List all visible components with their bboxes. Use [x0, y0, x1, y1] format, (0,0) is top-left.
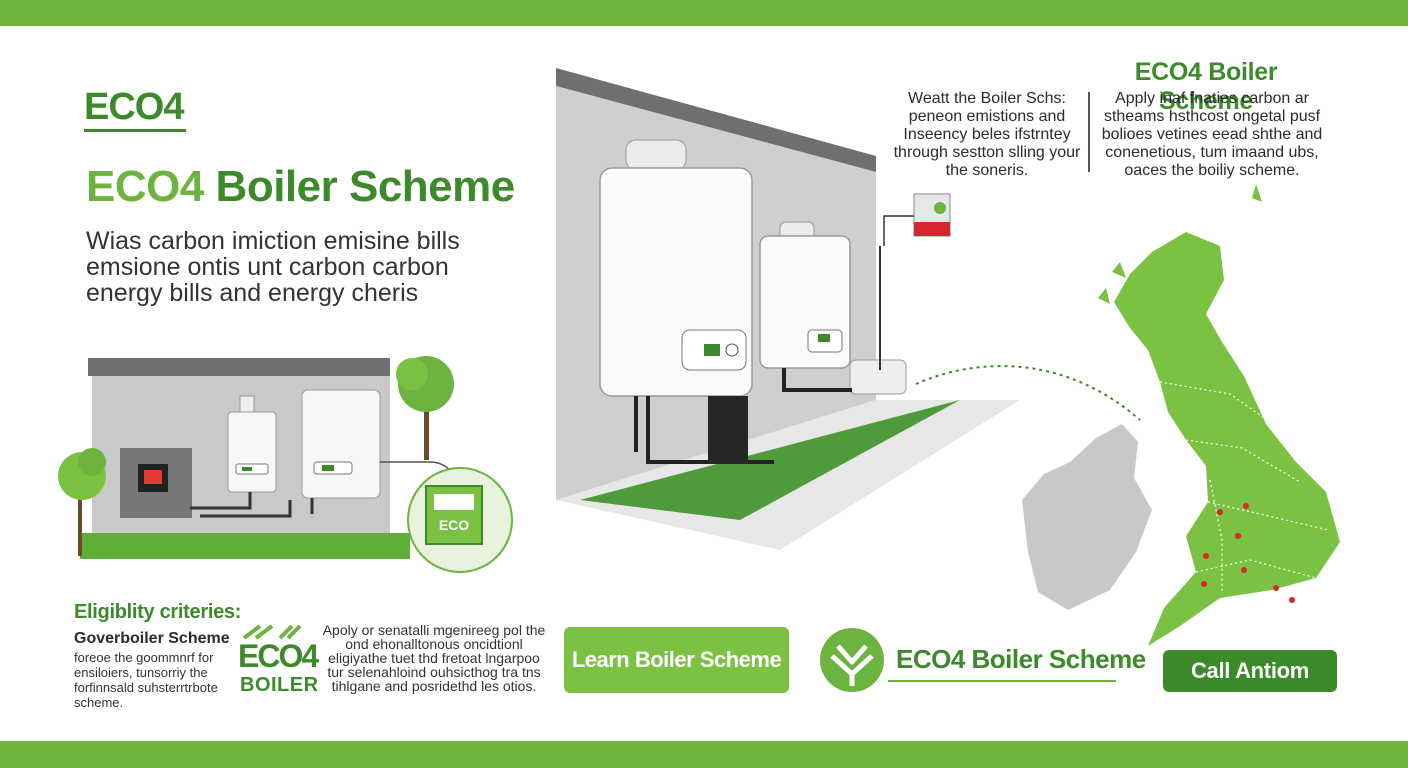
- outdoor-sensor: [913, 193, 951, 237]
- tree-right: [396, 356, 454, 460]
- top-right-title: ECO4 Boiler Scheme: [1134, 58, 1278, 115]
- info-paragraph: Apoly or senatalli mgenireeg pol the ond…: [322, 622, 546, 694]
- eco-badge-text: ECO: [439, 517, 469, 533]
- brand-underline: [888, 680, 1116, 682]
- map-connection: [915, 365, 1141, 421]
- leaf-icon: [242, 624, 302, 640]
- uk-map: [1022, 184, 1340, 646]
- title-rest: Boiler Scheme: [203, 162, 516, 211]
- learn-boiler-scheme-button[interactable]: Learn Boiler Scheme: [564, 627, 789, 693]
- eligibility-subtitle: Goverboiler Scheme: [74, 630, 230, 647]
- ireland: [1022, 424, 1152, 610]
- top-banner: [0, 0, 1408, 26]
- sensor-line: [883, 215, 914, 246]
- region-borders: [1159, 381, 1329, 592]
- large-boiler: [301, 389, 381, 499]
- top-right-block-a: Weatt the Boiler Schs: peneon emistions …: [893, 90, 1081, 179]
- great-britain: [1098, 184, 1340, 646]
- eco-badge: ECO: [407, 467, 513, 573]
- bottom-banner: [0, 741, 1408, 768]
- top-right-block-b: Apply inaf fnaties carbon ar stheams hst…: [1101, 90, 1323, 179]
- boiler-logo-text: BOILER: [240, 674, 319, 696]
- wall-top-edge: [556, 68, 876, 172]
- page-subtitle: Wias carbon imiction emisine bills emsio…: [86, 227, 460, 307]
- boiler-secondary: [759, 235, 851, 369]
- brand-label: ECO4 Boiler Scheme: [896, 644, 1146, 674]
- boiler-main: [599, 167, 753, 397]
- boiler-wall-illustration: [556, 68, 1141, 550]
- grass-strip: [80, 533, 410, 559]
- call-button[interactable]: Call Antiom: [1163, 650, 1337, 692]
- small-eco4-logo: ECO4: [84, 86, 184, 128]
- house-illustration: ECO: [58, 356, 513, 573]
- brand-logo-icon: [820, 628, 884, 692]
- page-title: ECO4 Boiler Scheme: [86, 162, 515, 212]
- wall-thermostat: [849, 359, 907, 395]
- boiler-pipes: [634, 368, 852, 464]
- top-right-divider: [1088, 92, 1090, 172]
- eligibility-title: Eligiblity criteries:: [74, 601, 242, 623]
- small-boiler: [227, 395, 277, 493]
- title-eco: ECO4: [86, 162, 204, 211]
- region-markers: [1201, 503, 1295, 603]
- logo-underline: [84, 129, 186, 132]
- eco4-logo-text: ECO4: [238, 638, 319, 674]
- house-pipes: [190, 492, 314, 518]
- electric-meter: [120, 448, 192, 518]
- eligibility-body: foreoe the goommnrf for ensiloiers, tuns…: [74, 650, 218, 710]
- pump-unit: [708, 396, 748, 464]
- tree-left: [58, 448, 106, 556]
